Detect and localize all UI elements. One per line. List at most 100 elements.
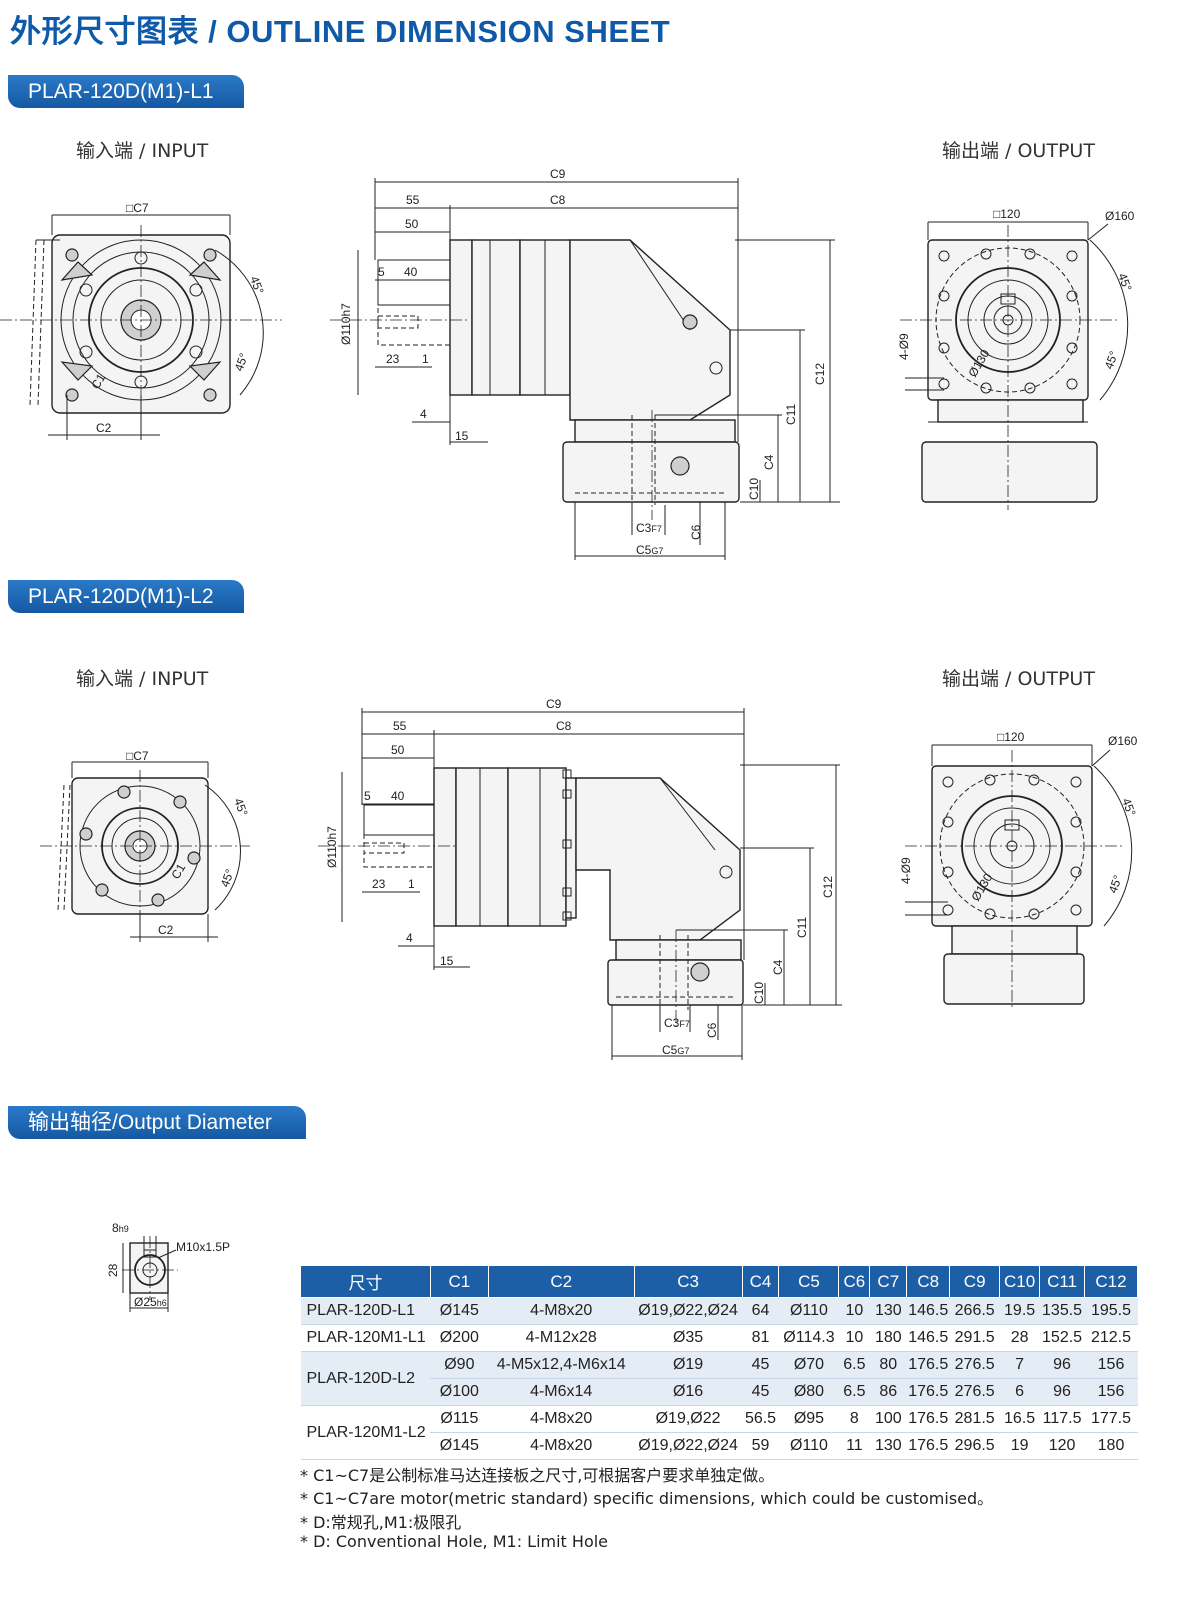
dim-4-l1: 4 bbox=[420, 407, 427, 421]
cell-c6: 10 bbox=[838, 1297, 870, 1325]
cell-c6: 10 bbox=[838, 1324, 870, 1352]
dim-50-l2: 50 bbox=[391, 743, 405, 757]
cell-c9: 276.5 bbox=[949, 1351, 1000, 1379]
dim-5-l1: 5 bbox=[378, 265, 385, 279]
dim-c12-l2: C12 bbox=[821, 876, 835, 898]
header-c4: C4 bbox=[741, 1265, 780, 1298]
dim-4-l2: 4 bbox=[406, 931, 413, 945]
header-c12: C12 bbox=[1084, 1265, 1138, 1298]
dim-angle-l1b: 45° bbox=[232, 351, 251, 373]
dim-40-l2: 40 bbox=[391, 789, 405, 803]
dim-55-l1: 55 bbox=[406, 193, 420, 207]
cell-c1: Ø145 bbox=[430, 1432, 489, 1460]
cell-c5: Ø70 bbox=[778, 1351, 839, 1379]
section-tag-l2: PLAR-120D(M1)-L2 bbox=[8, 580, 244, 613]
dim-holes-l1: 4-Ø9 bbox=[897, 333, 911, 360]
cell-c4: 45 bbox=[742, 1351, 779, 1379]
dim-c6-l2: C6 bbox=[705, 1022, 719, 1038]
cell-c7: 130 bbox=[869, 1297, 907, 1325]
output-label-l2: 输出端 / OUTPUT bbox=[942, 668, 1095, 690]
dim-c2-l1: C2 bbox=[96, 421, 112, 435]
cell-c11: 96 bbox=[1039, 1351, 1085, 1379]
cell-c10: 28 bbox=[999, 1324, 1040, 1352]
dim-c9-l1: C9 bbox=[550, 167, 566, 181]
cell-c1: Ø90 bbox=[430, 1351, 489, 1379]
cell-c7: 86 bbox=[869, 1378, 907, 1406]
dim-23-l2: 23 bbox=[372, 877, 386, 891]
cell-c4: 45 bbox=[742, 1378, 779, 1406]
table-row: Ø100 4-M6x14 Ø16 45 Ø80 6.5 86 176.5 276… bbox=[301, 1378, 1138, 1406]
dim-c8-l1: C8 bbox=[550, 193, 566, 207]
cell-c6: 8 bbox=[838, 1405, 870, 1433]
cell-c5: Ø80 bbox=[778, 1378, 839, 1406]
dim-c8-l2: C8 bbox=[556, 719, 572, 733]
cell-c2: 4-M8x20 bbox=[488, 1297, 635, 1325]
cell-c1: Ø145 bbox=[430, 1297, 489, 1325]
cell-c5: Ø95 bbox=[778, 1405, 839, 1433]
dim-c4-l1: C4 bbox=[762, 454, 776, 470]
cell-c3: Ø16 bbox=[634, 1378, 743, 1406]
dim-dia25: Ø25h6 bbox=[134, 1295, 167, 1309]
dim-c3-l1: C3F7 bbox=[636, 521, 662, 535]
cell-c4: 64 bbox=[742, 1297, 779, 1325]
cell-c3: Ø35 bbox=[634, 1324, 743, 1352]
dim-50-l1: 50 bbox=[405, 217, 419, 231]
dim-c4-l2: C4 bbox=[771, 959, 785, 975]
cell-c4: 81 bbox=[742, 1324, 779, 1352]
cell-c9: 276.5 bbox=[949, 1378, 1000, 1406]
cell-c11: 135.5 bbox=[1039, 1297, 1085, 1325]
dim-shaft-l2: Ø110h7 bbox=[325, 826, 339, 868]
cell-model: PLAR-120D-L1 bbox=[300, 1297, 431, 1325]
page-title: 外形尺寸图表 / OUTLINE DIMENSION SHEET bbox=[10, 14, 671, 49]
cell-c12: 156 bbox=[1084, 1351, 1138, 1379]
dim-c5-l2: C5G7 bbox=[662, 1043, 689, 1057]
header-c6: C6 bbox=[838, 1265, 871, 1298]
cell-c5: Ø114.3 bbox=[778, 1324, 839, 1352]
dim-c5-l1: C5G7 bbox=[636, 543, 663, 557]
cell-c3: Ø19 bbox=[634, 1351, 743, 1379]
cell-c7: 80 bbox=[869, 1351, 907, 1379]
dim-1-l2: 1 bbox=[408, 877, 415, 891]
cell-c9: 296.5 bbox=[949, 1432, 1000, 1460]
section-tag-l1: PLAR-120D(M1)-L1 bbox=[8, 75, 244, 108]
header-c8: C8 bbox=[906, 1265, 951, 1298]
input-label-l2: 输入端 / INPUT bbox=[76, 668, 209, 690]
note-4: * D: Conventional Hole, M1: Limit Hole bbox=[300, 1532, 609, 1551]
cell-c8: 176.5 bbox=[906, 1351, 950, 1379]
cell-c2: 4-M8x20 bbox=[488, 1432, 635, 1460]
table-row: PLAR-120M1-L1 Ø200 4-M12x28 Ø35 81 Ø114.… bbox=[300, 1324, 1138, 1352]
cell-c2: 4-M6x14 bbox=[488, 1378, 635, 1406]
dim-1-l1: 1 bbox=[422, 352, 429, 366]
header-c5: C5 bbox=[778, 1265, 840, 1298]
dim-key: 8h9 bbox=[112, 1221, 129, 1235]
dim-dia160-l2: Ø160 bbox=[1108, 734, 1138, 748]
dim-sq120-l2: □120 bbox=[997, 730, 1025, 744]
cell-c3: Ø19,Ø22,Ø24 bbox=[634, 1432, 743, 1460]
output-shaft-detail: 8h9 M10x1.5P 28 Ø25h6 bbox=[106, 1221, 230, 1312]
dim-c10-l2: C10 bbox=[752, 982, 766, 1004]
cell-c2: 4-M5x12,4-M6x14 bbox=[488, 1351, 635, 1379]
dim-c10-l1: C10 bbox=[747, 478, 761, 500]
cell-model: PLAR-120M1-L2 bbox=[300, 1405, 431, 1460]
cell-c12: 195.5 bbox=[1084, 1297, 1138, 1325]
note-1: * C1~C7是公制标准马达连接板之尺寸,可根据客户要求单独定做。 bbox=[300, 1466, 775, 1485]
table-row: PLAR-120M1-L2 Ø115 4-M8x20 Ø19,Ø22 56.5 … bbox=[300, 1405, 1138, 1460]
input-label-l1: 输入端 / INPUT bbox=[76, 140, 209, 162]
table-row: PLAR-120D-L2 Ø90 4-M5x12,4-M6x14 Ø19 45 … bbox=[300, 1351, 1138, 1406]
dim-shaft-l1: Ø110h7 bbox=[339, 303, 353, 345]
dim-sq120-l1: □120 bbox=[993, 207, 1021, 221]
header-c7: C7 bbox=[869, 1265, 908, 1298]
dim-c3-l2: C3F7 bbox=[664, 1016, 690, 1030]
dim-c2-l2: C2 bbox=[158, 923, 174, 937]
cell-c11: 120 bbox=[1039, 1432, 1085, 1460]
dim-angle-l2a: 45° bbox=[231, 796, 250, 818]
cell-c8: 176.5 bbox=[906, 1405, 950, 1433]
dim-c12-l1: C12 bbox=[813, 363, 827, 385]
note-2: * C1~C7are motor(metric standard) specif… bbox=[300, 1489, 994, 1508]
dim-c11-l1: C11 bbox=[784, 404, 798, 425]
dim-c7-l1: □C7 bbox=[126, 201, 149, 215]
cell-c2: 4-M12x28 bbox=[488, 1324, 635, 1352]
note-3: * D:常规孔,M1:极限孔 bbox=[300, 1513, 462, 1532]
dim-15-l1: 15 bbox=[455, 429, 469, 443]
